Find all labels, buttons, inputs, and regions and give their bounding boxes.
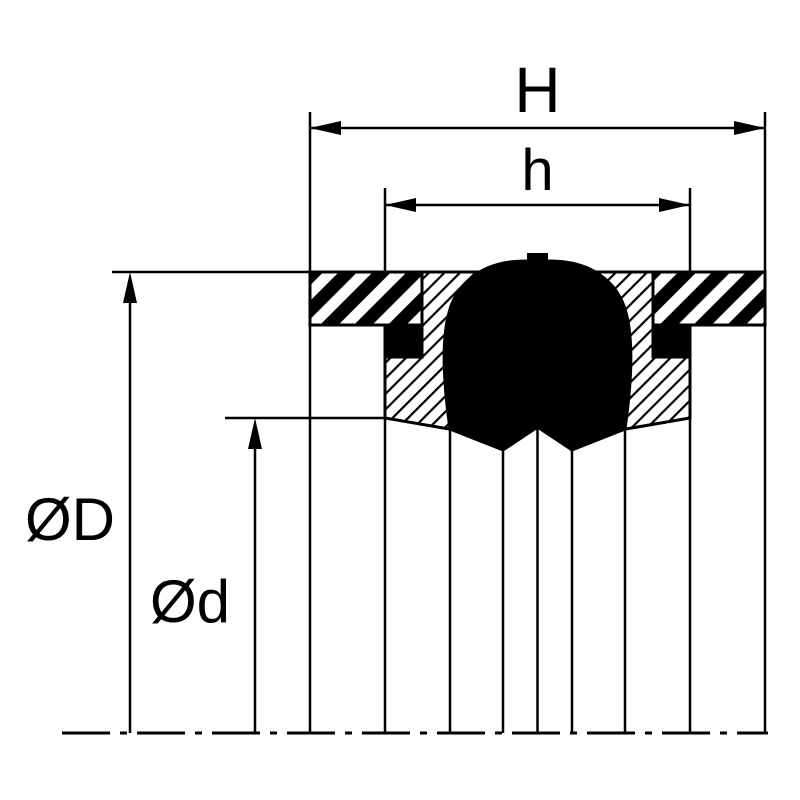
arrowhead-H-right <box>734 121 765 135</box>
arrowhead-H-left <box>310 121 341 135</box>
seal-profile <box>308 253 767 452</box>
outer-diameter-label: ØD <box>25 486 115 553</box>
dimension-H-label: H <box>514 54 560 126</box>
projection-lines <box>308 112 767 733</box>
arrowhead-h-left <box>385 198 416 212</box>
dimension-h-label: h <box>521 138 553 203</box>
inner-diameter-label: Ød <box>150 568 230 635</box>
flange-band-left <box>308 270 424 327</box>
arrowhead-outer-diameter <box>123 272 137 303</box>
dimension-inner-diameter: Ød <box>150 416 386 733</box>
dimension-overall-width: H <box>310 54 765 135</box>
dimension-outer-diameter: ØD <box>25 270 310 733</box>
seal-body <box>442 259 633 452</box>
heel-step-right <box>651 323 692 359</box>
seal-body-nub <box>527 253 548 264</box>
heel-step-left <box>383 323 424 359</box>
dimension-seal-width: h <box>385 138 690 212</box>
arrowhead-inner-diameter <box>248 418 262 449</box>
arrowhead-h-right <box>659 198 690 212</box>
flange-band-right <box>651 270 767 327</box>
